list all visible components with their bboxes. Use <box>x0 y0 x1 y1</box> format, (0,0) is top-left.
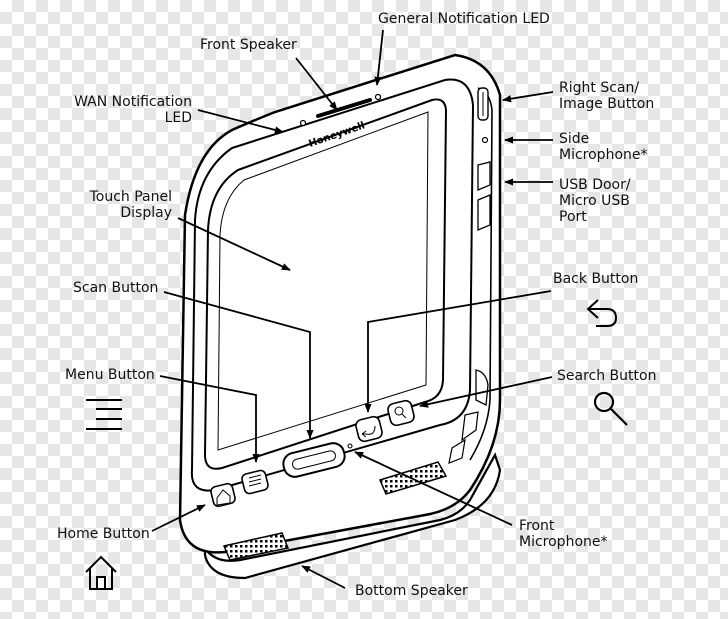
front-mic-hole <box>347 443 353 449</box>
search-icon <box>593 391 628 426</box>
home-icon <box>85 555 117 590</box>
label-scan-button: Scan Button <box>73 280 159 296</box>
label-search-button: Search Button <box>557 368 657 384</box>
back-icon <box>586 299 618 327</box>
label-back-button: Back Button <box>553 271 639 287</box>
display-screen <box>203 98 448 470</box>
side-mic-hole <box>481 136 489 144</box>
usb-door <box>477 161 491 191</box>
bottom-speaker-grille <box>222 532 290 561</box>
menu-button-hw <box>241 469 269 495</box>
device-base <box>203 452 502 580</box>
search-button-hw <box>387 399 415 427</box>
label-menu-button: Menu Button <box>65 367 155 383</box>
general-led <box>374 93 382 101</box>
label-right-scan-image-button: Right Scan/Image Button <box>559 80 655 112</box>
label-home-button: Home Button <box>57 526 150 542</box>
label-general-notification-led: General Notification LED <box>378 11 550 27</box>
back-button-hw <box>355 415 383 443</box>
wan-led <box>299 119 307 127</box>
front-speaker <box>316 98 372 118</box>
menu-icon <box>86 399 122 430</box>
leader-lines <box>151 29 554 589</box>
label-bottom-speaker: Bottom Speaker <box>355 583 468 599</box>
label-front-speaker: Front Speaker <box>200 37 297 53</box>
